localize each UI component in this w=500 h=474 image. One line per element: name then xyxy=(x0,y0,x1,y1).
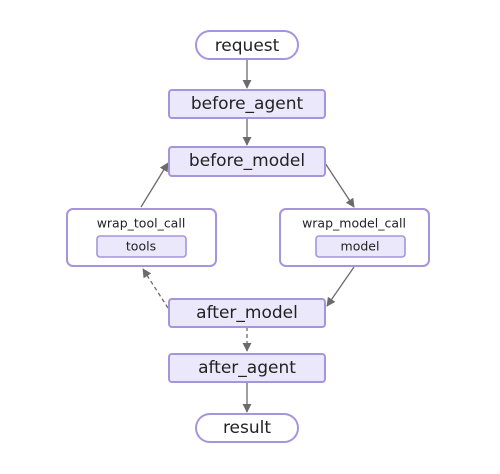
edge-before-model-wrap-model-call xyxy=(322,159,355,208)
node-before-agent-label: before_agent xyxy=(191,94,304,114)
node-tools: tools xyxy=(96,235,187,258)
edge-wrap-model-call-after-model xyxy=(326,266,355,307)
node-model: model xyxy=(315,235,406,258)
node-after-model: after_model xyxy=(168,298,326,328)
node-wrap-tool-call-label: wrap_tool_call xyxy=(97,216,186,231)
node-after-agent: after_agent xyxy=(168,353,326,383)
node-model-label: model xyxy=(341,239,380,254)
node-after-model-label: after_model xyxy=(196,303,298,323)
node-request-label: request xyxy=(215,36,280,56)
edge-wrap-tool-call-before-model xyxy=(140,162,169,208)
edge-after-model-wrap-tool-call xyxy=(142,268,169,309)
node-before-model-label: before_model xyxy=(189,151,305,171)
node-after-agent-label: after_agent xyxy=(198,358,296,378)
node-result-label: result xyxy=(223,418,271,438)
node-result: result xyxy=(195,413,299,443)
node-before-agent: before_agent xyxy=(168,89,326,119)
node-wrap-model-call: wrap_model_call model xyxy=(279,208,430,267)
node-wrap-model-call-label: wrap_model_call xyxy=(302,216,406,231)
node-tools-label: tools xyxy=(126,239,156,254)
node-wrap-tool-call: wrap_tool_call tools xyxy=(66,208,217,267)
node-request: request xyxy=(195,30,299,60)
node-before-model: before_model xyxy=(168,146,326,177)
